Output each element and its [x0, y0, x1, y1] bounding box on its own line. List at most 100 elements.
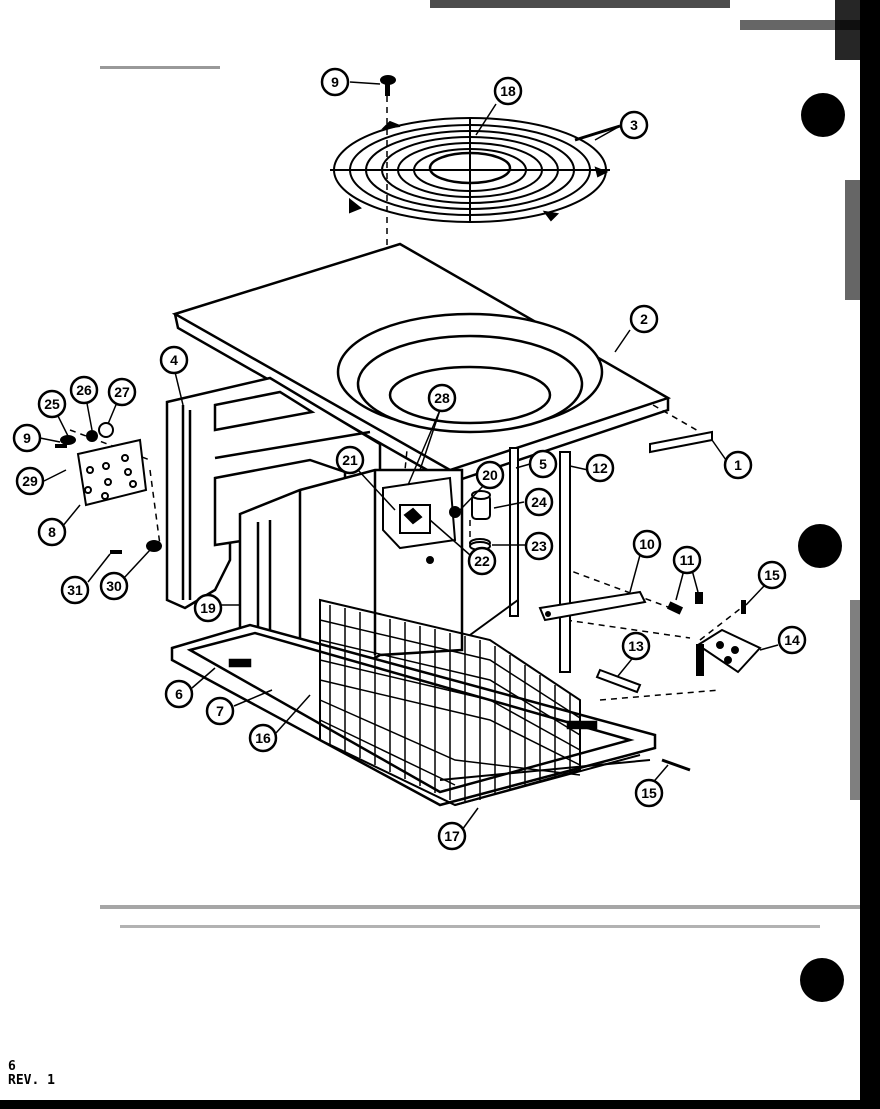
brace [649, 430, 713, 454]
callout-circle [99, 571, 129, 601]
callout-label: 9 [331, 74, 339, 90]
callout-9: 9 [320, 67, 350, 97]
condenser-coil [319, 598, 651, 807]
page-number: 6 [8, 1059, 16, 1074]
callout-circle [335, 445, 365, 475]
callout-label: 26 [76, 382, 92, 398]
corner-posts [469, 447, 571, 673]
capacitor [469, 490, 491, 551]
callout-circle [621, 631, 651, 661]
callout-label: 27 [114, 384, 130, 400]
callout-label: 31 [67, 582, 83, 598]
callout-label: 19 [200, 600, 216, 616]
bushing [110, 540, 162, 554]
callout-label: 20 [482, 467, 498, 483]
callout-label: 1 [734, 457, 742, 473]
callout-23: 23 [524, 531, 554, 561]
callout-13: 13 [621, 631, 651, 661]
callout-label: 29 [22, 473, 38, 489]
callout-15: 15 [757, 560, 787, 590]
callout-circle [164, 679, 194, 709]
callout-label: 5 [539, 456, 547, 472]
callout-circle [619, 110, 649, 140]
callout-label: 23 [531, 538, 547, 554]
callout-circle [757, 560, 787, 590]
callout-12: 12 [585, 453, 615, 483]
callout-22: 22 [467, 546, 497, 576]
callout-20: 20 [475, 460, 505, 490]
callout-label: 11 [680, 552, 695, 568]
callout-label: 15 [764, 567, 780, 583]
callout-circle [15, 466, 45, 496]
binder-hole [801, 93, 845, 137]
screw-part [380, 75, 396, 96]
callout-label: 14 [784, 632, 800, 648]
callout-circle [493, 76, 523, 106]
callout-15: 15 [634, 778, 664, 808]
callout-circle [320, 67, 350, 97]
callout-label: 3 [630, 117, 638, 133]
callout-circle [524, 531, 554, 561]
callout-circle [672, 545, 702, 575]
top-cover [171, 242, 672, 485]
callout-circle [12, 423, 42, 453]
strap [595, 668, 642, 694]
callout-circle [585, 453, 615, 483]
callout-circle [437, 821, 467, 851]
callout-16: 16 [248, 723, 278, 753]
callout-label: 13 [628, 638, 644, 654]
callout-31: 31 [60, 575, 90, 605]
callout-29: 29 [15, 466, 45, 496]
callout-label: 18 [500, 83, 516, 99]
callout-1: 1 [723, 450, 753, 480]
callout-6: 6 [164, 679, 194, 709]
binder-hole [800, 958, 844, 1002]
callout-7: 7 [205, 696, 235, 726]
callout-28: 28 [427, 383, 457, 413]
callout-label: 15 [641, 785, 657, 801]
callout-3: 3 [619, 110, 649, 140]
callout-circle [629, 304, 659, 334]
revision-label: REV. 1 [8, 1073, 55, 1088]
callout-label: 25 [44, 396, 60, 412]
callout-label: 9 [23, 430, 31, 446]
callout-circle [528, 449, 558, 479]
callout-19: 19 [193, 593, 223, 623]
callout-17: 17 [437, 821, 467, 851]
callout-11: 11 [672, 545, 702, 575]
callout-circle [37, 517, 67, 547]
callout-label: 8 [48, 524, 56, 540]
callout-label: 10 [639, 536, 655, 552]
callout-label: 7 [216, 703, 224, 719]
binder-holes [798, 93, 845, 1002]
callout-circle [159, 345, 189, 375]
callout-label: 16 [255, 730, 271, 746]
callout-circle [205, 696, 235, 726]
callout-27: 27 [107, 377, 137, 407]
callout-10: 10 [632, 529, 662, 559]
callout-25: 25 [37, 389, 67, 419]
callout-5: 5 [528, 449, 558, 479]
callout-label: 21 [342, 452, 358, 468]
callout-18: 18 [493, 76, 523, 106]
control-box [382, 476, 461, 564]
callout-circle [467, 546, 497, 576]
callout-24: 24 [524, 487, 554, 517]
callout-circle [248, 723, 278, 753]
callout-circle [427, 383, 457, 413]
base-pan [170, 623, 657, 807]
callout-label: 22 [474, 553, 490, 569]
mounting-plate [696, 628, 762, 676]
callout-8: 8 [37, 517, 67, 547]
control-plate [76, 438, 148, 507]
callout-label: 2 [640, 311, 648, 327]
callout-label: 12 [592, 460, 608, 476]
bracket [538, 590, 647, 622]
callout-21: 21 [335, 445, 365, 475]
page-footer: 6 REV. 1 [8, 1060, 55, 1088]
callout-9: 9 [12, 423, 42, 453]
callout-circle [524, 487, 554, 517]
